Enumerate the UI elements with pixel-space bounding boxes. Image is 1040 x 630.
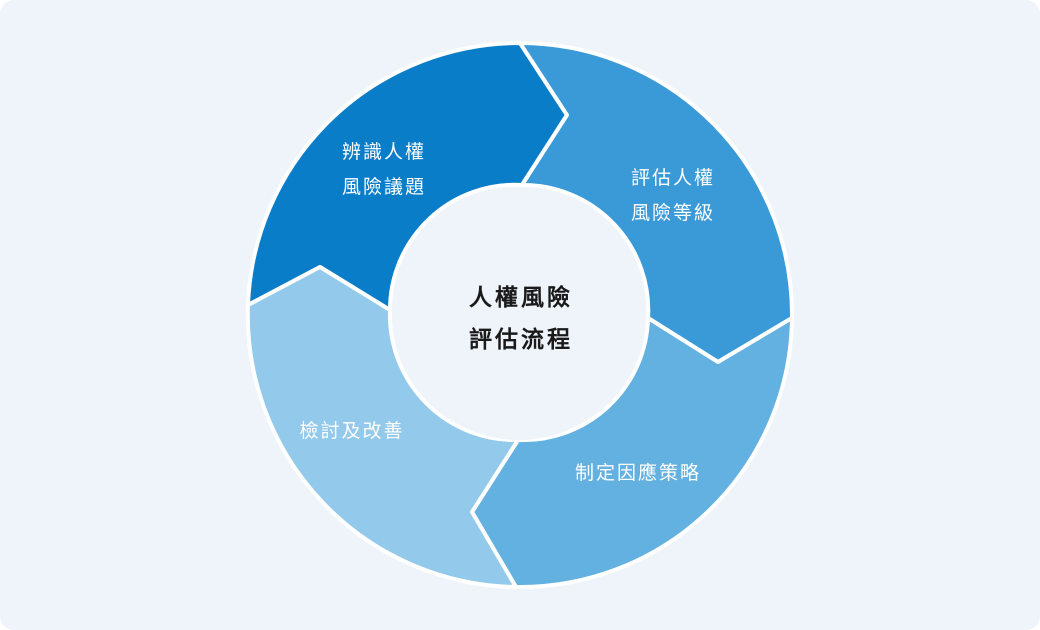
segment-identify [246, 41, 569, 312]
segment-strategy-label: 制定因應策略 [575, 461, 701, 484]
segment-identify-label-line1: 辨識人權 [342, 141, 426, 163]
segment-assess [518, 41, 795, 364]
center-title-line1: 人權風險 [469, 284, 573, 311]
center-circle [394, 190, 644, 440]
segment-assess-label-line2: 風險等級 [631, 202, 715, 224]
segment-review-label: 檢討及改善 [299, 420, 404, 442]
segment-strategy [470, 316, 794, 590]
segment-review [245, 265, 520, 589]
segment-identify-label-line2: 風險議題 [342, 176, 426, 198]
segment-assess-label-line1: 評估人權 [631, 167, 715, 189]
center-title-line2: 評估流程 [469, 326, 573, 353]
